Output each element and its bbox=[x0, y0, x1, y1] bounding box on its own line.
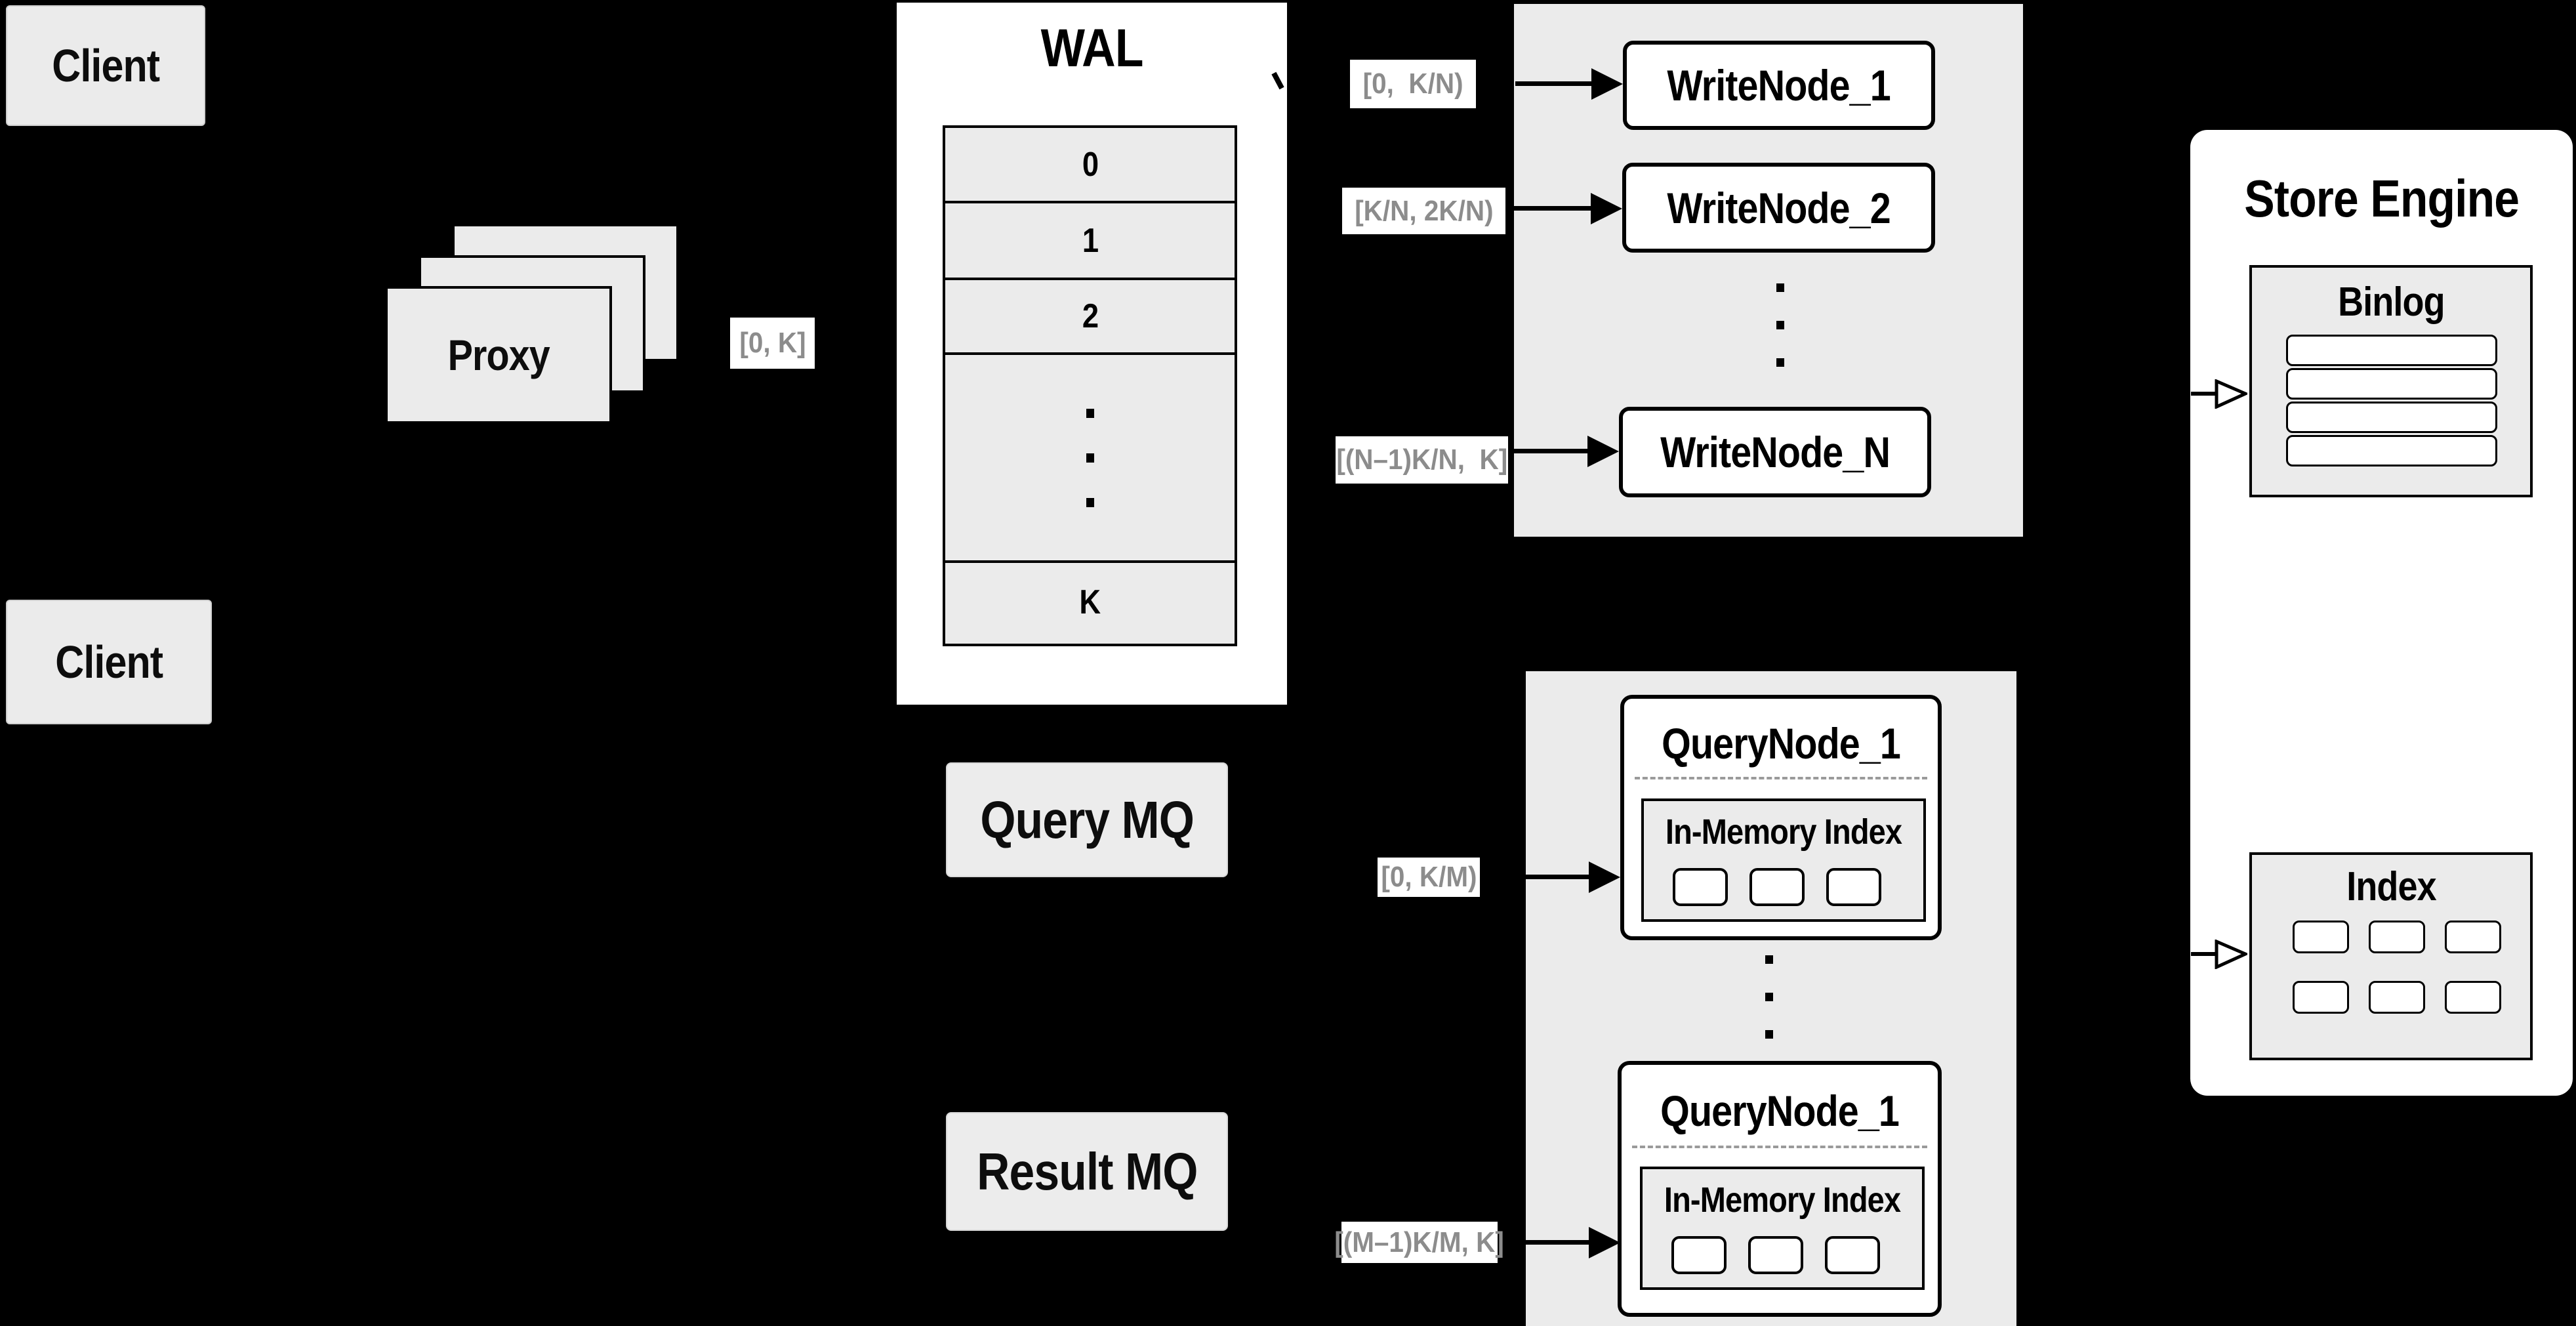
index-title: Index bbox=[2346, 863, 2436, 909]
arrow-to-writenode-2 bbox=[1514, 206, 1592, 211]
wal-row-0: 0 bbox=[945, 128, 1235, 203]
range-label-write-2: [K/N, 2K/N) bbox=[1342, 188, 1505, 234]
index-row-2 bbox=[2293, 981, 2501, 1014]
query-node-1-segments bbox=[1673, 868, 1881, 906]
write-cluster-ellipsis-dots bbox=[1776, 283, 1784, 367]
wal-panel: WAL 0 1 2 K bbox=[897, 3, 1287, 705]
client-top-label: Client bbox=[52, 40, 160, 91]
query-node-2-inmemory-title: In-Memory Index bbox=[1664, 1180, 1901, 1220]
write-node-1: WriteNode_1 bbox=[1623, 41, 1935, 130]
arrow-to-querynode-1 bbox=[1526, 875, 1590, 879]
arrowhead-writenode-2-icon bbox=[1591, 193, 1622, 224]
arrow-to-index bbox=[2191, 952, 2217, 956]
query-node-2: QueryNode_1 In-Memory Index bbox=[1618, 1061, 1942, 1317]
hollow-arrowhead-index-icon bbox=[2215, 940, 2247, 969]
write-node-2: WriteNode_2 bbox=[1622, 163, 1935, 253]
arrowhead-writenode-1-icon bbox=[1591, 68, 1623, 100]
query-node-2-inmemory-index: In-Memory Index bbox=[1640, 1167, 1925, 1290]
index-row-1 bbox=[2293, 921, 2501, 953]
range-label-write-1: [0, K/N) bbox=[1350, 60, 1476, 108]
range-label-query-m: [(M–1)K/M, K] bbox=[1335, 1222, 1504, 1263]
query-node-2-title: QueryNode_1 bbox=[1660, 1087, 1900, 1135]
write-node-n: WriteNode_N bbox=[1619, 407, 1931, 497]
arrow-to-binlog bbox=[2191, 392, 2217, 396]
query-node-2-segments bbox=[1671, 1236, 1880, 1274]
arrowhead-querynode-1-icon bbox=[1589, 861, 1620, 893]
query-mq-box: Query MQ bbox=[946, 762, 1228, 877]
range-label-proxy-out: [0, K] bbox=[730, 318, 815, 369]
arrowhead-querynode-2-icon bbox=[1589, 1227, 1620, 1258]
arrow-to-writenode-n bbox=[1514, 449, 1589, 453]
query-node-1-title: QueryNode_1 bbox=[1662, 719, 1901, 768]
range-label-query-1: [0, K/M) bbox=[1378, 858, 1480, 897]
query-node-1-inmemory-title: In-Memory Index bbox=[1665, 812, 1902, 852]
wal-ellipsis-dots bbox=[1086, 408, 1094, 507]
wal-table: 0 1 2 K bbox=[943, 125, 1237, 646]
wal-row-2: 2 bbox=[945, 280, 1235, 355]
query-cluster-ellipsis-dots bbox=[1765, 955, 1773, 1039]
binlog-rows bbox=[2286, 335, 2497, 466]
hollow-arrowhead-binlog-icon bbox=[2215, 379, 2247, 409]
store-engine-panel: Store Engine Binlog Index bbox=[2190, 130, 2573, 1096]
result-mq-box: Result MQ bbox=[946, 1112, 1228, 1231]
range-label-write-n: [(N–1)K/N, K] bbox=[1336, 436, 1508, 484]
wal-row-1: 1 bbox=[945, 203, 1235, 280]
client-box-top: Client bbox=[6, 5, 205, 126]
query-node-1-separator bbox=[1635, 777, 1927, 779]
binlog-title: Binlog bbox=[2337, 279, 2445, 325]
arrow-to-querynode-2 bbox=[1526, 1240, 1590, 1245]
wal-row-ellipsis bbox=[945, 355, 1235, 563]
query-node-1-inmemory-index: In-Memory Index bbox=[1641, 798, 1926, 922]
proxy-label: Proxy bbox=[447, 331, 550, 379]
wal-title: WAL bbox=[1040, 18, 1144, 78]
arrowhead-writenode-n-icon bbox=[1587, 436, 1619, 467]
store-engine-title: Store Engine bbox=[2244, 169, 2520, 228]
query-node-1: QueryNode_1 In-Memory Index bbox=[1620, 695, 1942, 940]
wal-row-k: K bbox=[1079, 583, 1101, 621]
index-box: Index bbox=[2249, 852, 2533, 1060]
arrow-to-writenode-1 bbox=[1515, 81, 1593, 86]
client-box-bottom: Client bbox=[6, 600, 212, 724]
proxy-card-front: Proxy bbox=[385, 286, 612, 424]
binlog-box: Binlog bbox=[2249, 265, 2533, 497]
query-node-2-separator bbox=[1632, 1146, 1927, 1148]
client-bottom-label: Client bbox=[55, 636, 163, 688]
